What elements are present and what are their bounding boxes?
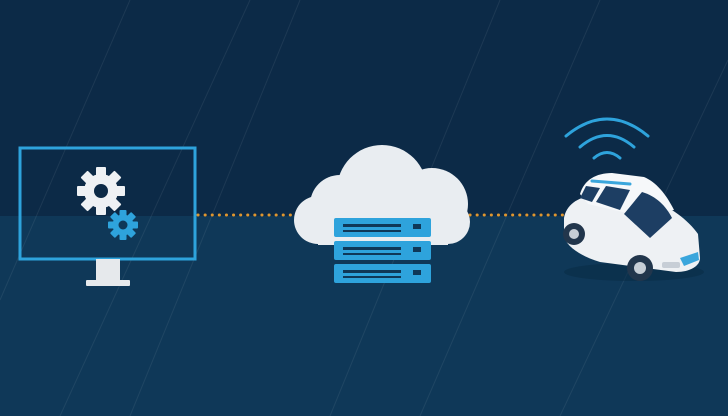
wifi-icon — [564, 117, 650, 160]
monitor-with-gears-icon — [18, 146, 197, 286]
server-unit — [334, 218, 431, 237]
gear-icon — [77, 167, 125, 215]
cloud-server-icon — [294, 145, 470, 283]
car-wheel — [627, 255, 653, 281]
server-unit — [334, 241, 431, 260]
car-with-wifi-icon — [563, 117, 704, 281]
server-unit — [334, 264, 431, 283]
small-gear-icon — [108, 210, 138, 240]
car-icon — [563, 173, 704, 281]
server-rack-icon — [334, 218, 431, 283]
car-wheel — [563, 223, 585, 245]
monitor-stand-neck — [96, 259, 120, 281]
monitor-stand-base — [86, 280, 130, 286]
